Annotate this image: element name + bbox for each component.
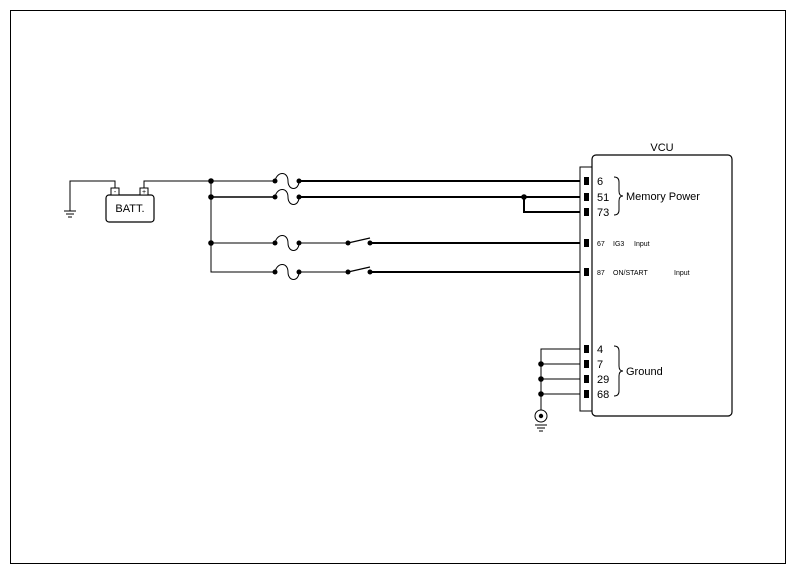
battery-positive-wire — [143, 180, 211, 188]
wire-on-start-87 — [274, 264, 584, 280]
battery-ground-wire — [64, 180, 116, 218]
ig3-input-label: Input — [634, 241, 650, 248]
battery-negative-sign: - — [114, 189, 117, 196]
pin-73: 73 — [597, 207, 609, 219]
battery-positive-sign: + — [142, 189, 146, 196]
battery-label: BATT. — [115, 203, 144, 215]
on-start-input-label: Input — [674, 270, 690, 277]
memory-power-label: Memory Power — [626, 191, 700, 203]
battery-negative-terminal — [110, 187, 120, 196]
vcu-box — [591, 154, 733, 417]
vcu-connector — [579, 166, 593, 412]
on-start-label: ON/START — [613, 270, 648, 277]
chassis-ground-icon — [534, 409, 548, 432]
pin-tabs — [584, 177, 589, 398]
wire-ig3-67 — [211, 235, 584, 251]
pin-7: 7 — [597, 359, 603, 371]
pin-6: 6 — [597, 176, 603, 188]
pin-67: 67 — [597, 241, 605, 248]
ig3-label: IG3 — [613, 241, 624, 248]
battery-positive-terminal — [139, 187, 149, 196]
vcu-title: VCU — [650, 142, 673, 154]
wire-memory-power-6 — [211, 173, 584, 189]
pin-4: 4 — [597, 344, 603, 356]
diagram-frame — [10, 10, 786, 564]
pin-51: 51 — [597, 192, 609, 204]
pin-29: 29 — [597, 374, 609, 386]
memory-power-brace — [613, 176, 624, 216]
ground-wires — [540, 348, 584, 410]
junction-dots — [208, 178, 544, 397]
wire-memory-power-51 — [211, 189, 584, 213]
pin-68: 68 — [597, 389, 609, 401]
pin-87: 87 — [597, 270, 605, 277]
battery: - + BATT. — [105, 187, 155, 223]
ground-label: Ground — [626, 366, 663, 378]
supply-bus-branch-87 — [210, 243, 275, 273]
ground-brace — [613, 345, 624, 397]
